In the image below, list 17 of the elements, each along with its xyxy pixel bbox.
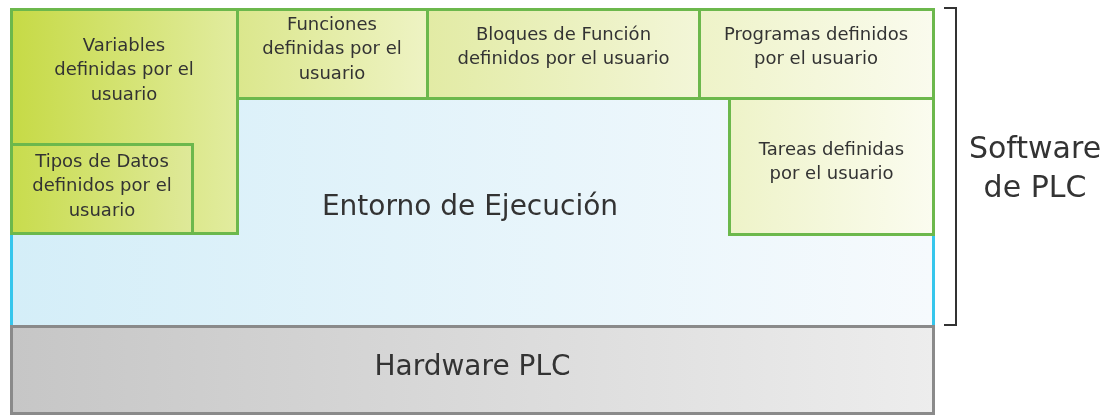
- panel-label: Bloques de Función definidos por el usuario: [456, 22, 671, 71]
- user-variables-panel: [10, 8, 239, 235]
- panel-label: Tareas definidas por el usuario: [757, 137, 906, 186]
- hardware-panel: [10, 325, 935, 415]
- tasks-panel: [728, 97, 935, 236]
- programs-panel: [698, 8, 935, 100]
- panel-label: Programas definidos por el usuario: [722, 22, 910, 71]
- runtime-environment-panel: [10, 8, 935, 328]
- panel-label: Entorno de Ejecución: [320, 188, 620, 224]
- function-blocks-panel: [426, 8, 701, 100]
- panel-label: Hardware PLC: [373, 348, 572, 384]
- data-types-panel: [10, 143, 194, 235]
- panel-label: Tipos de Datos definidos por el usuario: [31, 149, 173, 222]
- bracket-label: Software de PLC: [967, 129, 1103, 206]
- panel-label: Funciones definidas por el usuario: [261, 12, 403, 85]
- functions-panel: [236, 8, 429, 100]
- panel-label: Variables definidas por el usuario: [54, 33, 194, 106]
